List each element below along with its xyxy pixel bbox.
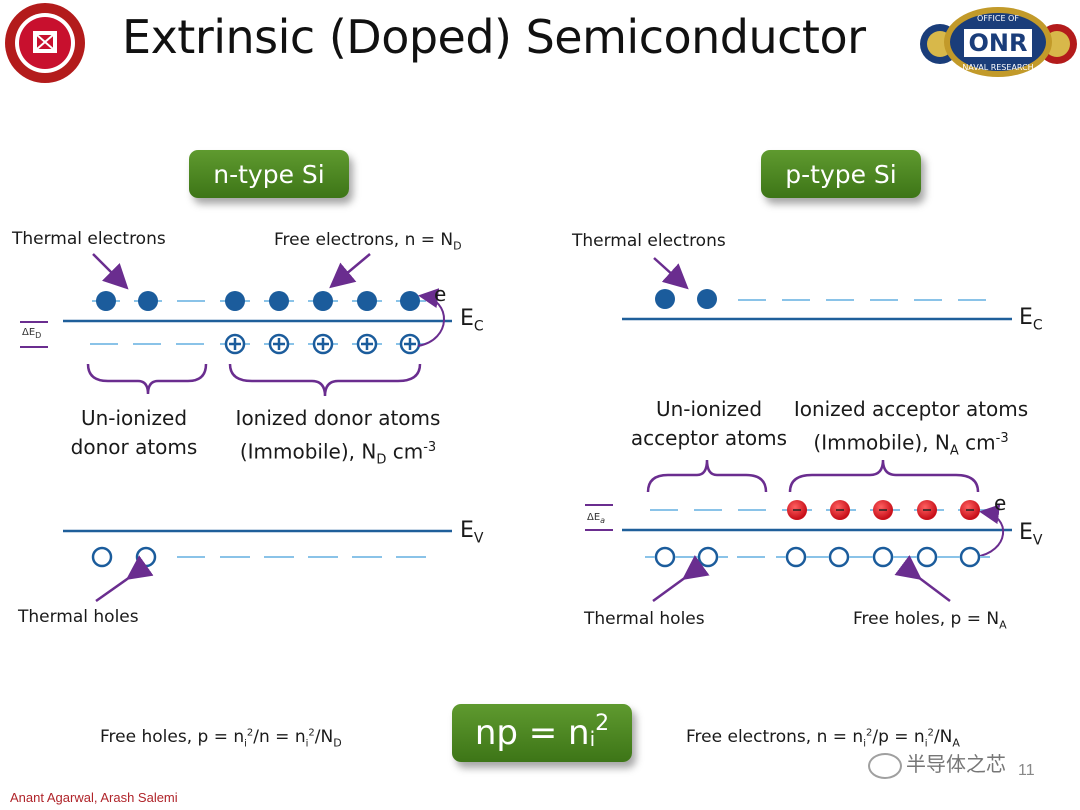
free-electrons-equation: Free electrons, n = ni2/p = ni2/NA [686,727,960,750]
ntype-free-electrons-label: Free electrons, n = ND [274,230,462,253]
electron [313,291,333,311]
ptype-thermal-hole-arrow [652,555,710,603]
ntype-thermal-electrons-label: Thermal electrons [12,229,166,249]
hole [697,546,719,568]
acceptor-ion [960,500,980,520]
hole [872,546,894,568]
ptype-ionized-label: Ionized acceptor atoms (Immobile), NA cm… [793,397,1029,459]
hole [91,546,113,568]
hole [135,546,157,568]
ntype-ec-label: EC [460,306,484,335]
acceptor-ion [873,500,893,520]
acceptor-ion [917,500,937,520]
ptype-free-hole-arrow [894,555,951,602]
ntype-thermal-electron-arrow [92,253,129,290]
ntype-free-electron-arrow [329,253,371,289]
ptype-thermal-electron-arrow [653,257,689,290]
onr-mid-text: ONR [969,29,1028,57]
onr-logo: ONR OFFICE OF NAVAL RESEARCH [920,7,1077,77]
ptype-thermal-holes-label: Thermal holes [584,609,705,629]
onr-bottom-text: NAVAL RESEARCH [962,63,1033,72]
ptype-label-box: p-type Si [761,150,921,198]
ntype-ionized-label: Ionized donor atoms (Immobile), ND cm-3 [235,406,441,468]
page-number: 11 [1018,762,1035,779]
ntype-e-label: e [434,282,447,306]
ntype-unionized-brace [86,363,208,395]
ptype-e-label: e [994,491,1007,515]
ptype-ionized-brace [788,459,980,493]
acceptor-ion [787,500,807,520]
electron [357,291,377,311]
ptype-ionized-acceptors [787,500,980,520]
electron [269,291,289,311]
electron [225,291,245,311]
ntype-electrons [96,291,420,311]
electron [400,291,420,311]
free-holes-equation: Free holes, p = ni2/n = ni2/ND [100,727,342,750]
ptype-ec-label: EC [1019,305,1043,334]
author-credit: Anant Agarwal, Arash Salemi [10,790,178,805]
acceptor-ion [830,500,850,520]
electron [697,289,717,309]
hole [828,546,850,568]
ptype-thermal-electrons-label: Thermal electrons [572,231,726,251]
ptype-ev-label: EV [1019,520,1043,549]
ntype-ionized-donors [224,333,421,355]
hole [959,546,981,568]
ptype-electrons [655,289,717,309]
ptype-free-holes-label: Free holes, p = NA [853,609,1007,632]
electron [138,291,158,311]
ntype-holes [91,546,157,568]
hole [916,546,938,568]
ptype-delta-label: ΔEa [587,512,606,525]
slide-title: Extrinsic (Doped) Semiconductor [122,10,866,64]
ntype-ev-label: EV [460,518,484,547]
electron [96,291,116,311]
ntype-thermal-holes-label: Thermal holes [18,607,139,627]
wechat-icon [868,752,902,779]
ptype-ionization-arrow [974,504,1005,558]
ptype-unionized-brace [646,459,768,493]
ptype-holes [654,546,981,568]
electron [655,289,675,309]
watermark: 半导体之芯 [868,748,1006,779]
ntype-thermal-hole-arrow [95,555,154,603]
ntype-label-box: n-type Si [189,150,349,198]
hole [654,546,676,568]
ntype-ionized-brace [228,363,422,397]
ntype-delta-label: ΔED [22,327,42,340]
onr-top-text: OFFICE OF [977,14,1019,23]
hole [785,546,807,568]
university-seal-logo [5,3,85,83]
ntype-ionization-arrow [417,288,445,347]
